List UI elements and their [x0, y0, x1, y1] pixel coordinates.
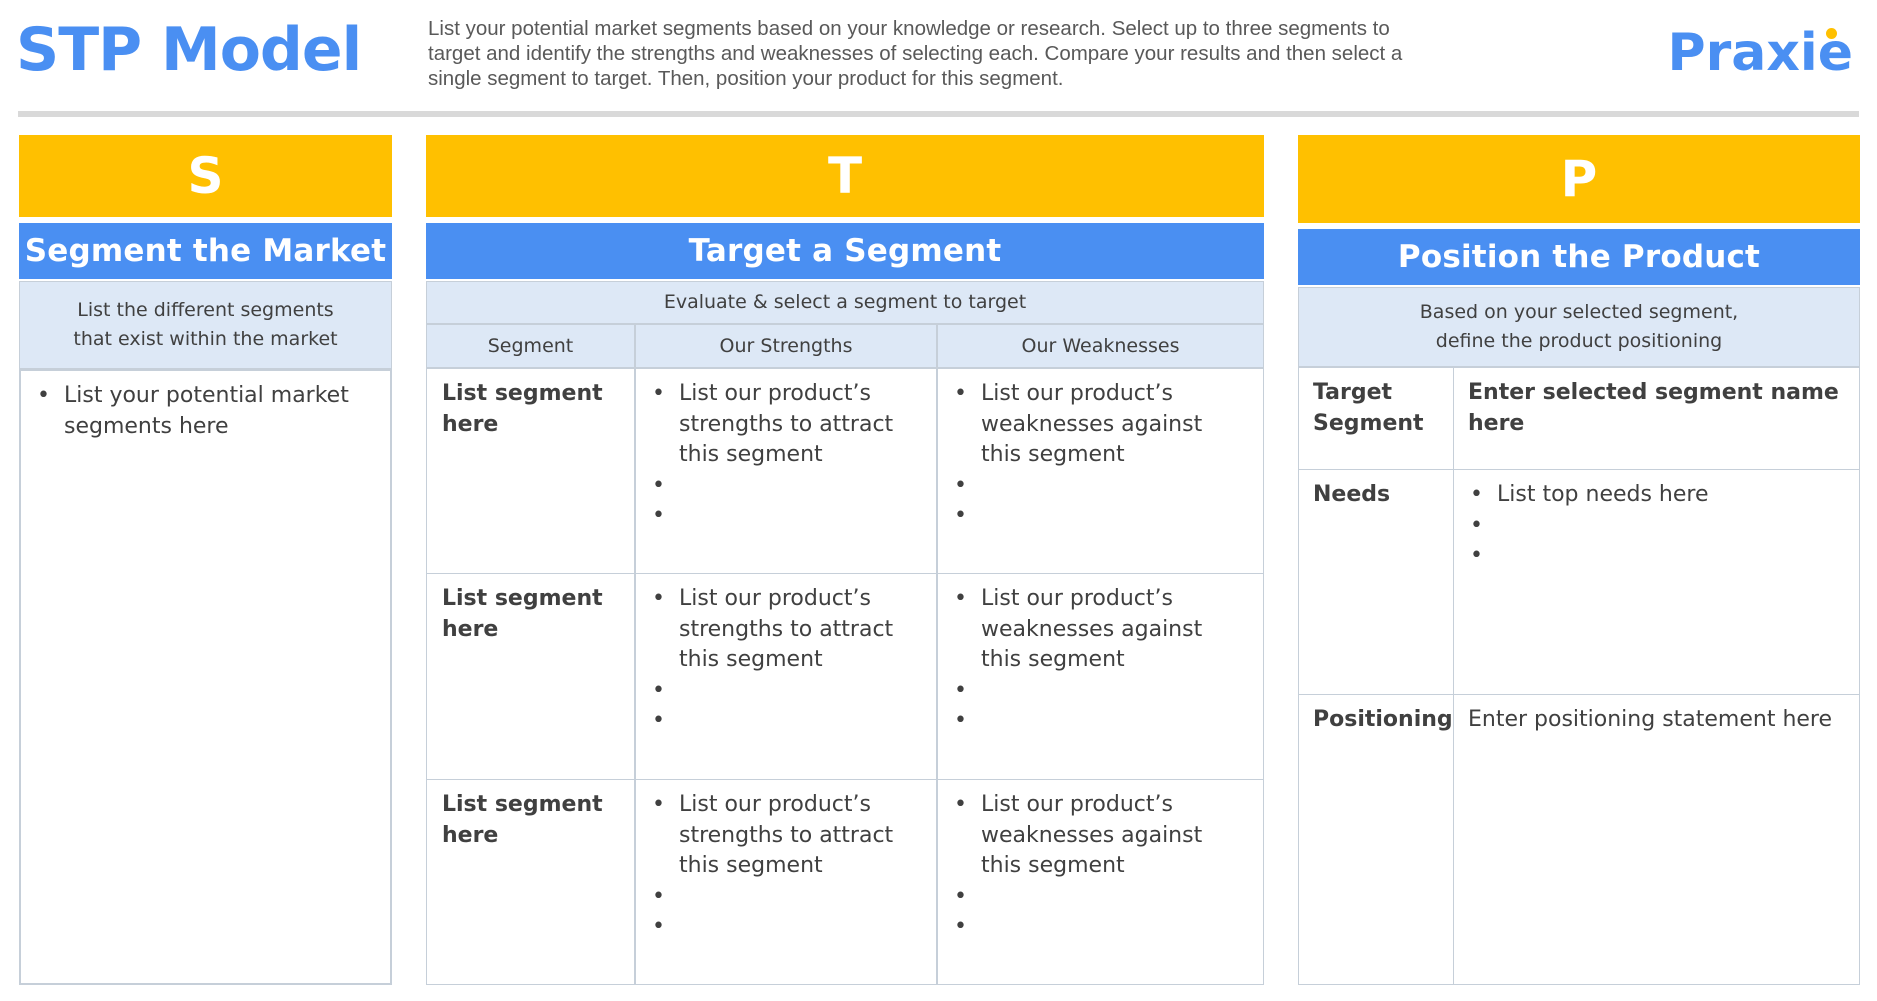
- list-item: List our product’s weaknesses against th…: [952, 379, 1249, 471]
- target-heading: Target a Segment: [426, 223, 1264, 279]
- p-letter-box: P: [1298, 135, 1860, 223]
- needs-list: List top needs here: [1468, 480, 1845, 571]
- logo-dot-icon: [1826, 28, 1837, 39]
- table-row-1-segment[interactable]: List segment here: [426, 368, 635, 574]
- segment-subheading: List the different segments that exist w…: [19, 281, 392, 369]
- list-item: [650, 882, 922, 913]
- list-item: [952, 706, 1249, 737]
- segment-name: List segment here: [442, 792, 603, 848]
- page-title: STP Model: [16, 15, 362, 85]
- strengths-list: List our product’s strengths to attract …: [650, 584, 922, 736]
- s-letter-box: S: [19, 135, 392, 217]
- target-segment-label-cell: Target Segment: [1298, 367, 1454, 470]
- position-heading: Position the Product: [1298, 229, 1860, 285]
- positioning-value-cell[interactable]: Enter positioning statement here: [1453, 694, 1860, 985]
- header-divider: [18, 111, 1859, 117]
- list-item: [952, 912, 1249, 943]
- list-item: [952, 501, 1249, 532]
- table-row-3-segment[interactable]: List segment here: [426, 779, 635, 985]
- segment-name: List segment here: [442, 381, 603, 437]
- segment-subheading-text: List the different segments that exist w…: [73, 299, 338, 350]
- target-subheading: Evaluate & select a segment to target: [426, 281, 1264, 324]
- list-item: [650, 501, 922, 532]
- needs-label: Needs: [1313, 482, 1391, 507]
- positioning-label: Positioning: [1313, 707, 1453, 732]
- list-item: [952, 676, 1249, 707]
- list-item[interactable]: List your potential market segments here: [35, 381, 376, 442]
- column-header-segment: Segment: [426, 324, 635, 368]
- positioning-value[interactable]: Enter positioning statement here: [1468, 707, 1833, 732]
- table-row-1-weaknesses[interactable]: List our product’s weaknesses against th…: [937, 368, 1264, 574]
- target-segment-value[interactable]: Enter selected segment name here: [1468, 380, 1839, 436]
- list-item: [650, 706, 922, 737]
- strengths-list: List our product’s strengths to attract …: [650, 790, 922, 942]
- table-row-3-weaknesses[interactable]: List our product’s weaknesses against th…: [937, 779, 1264, 985]
- list-item: List our product’s strengths to attract …: [650, 379, 922, 471]
- table-row-2-strengths[interactable]: List our product’s strengths to attract …: [635, 573, 937, 780]
- t-letter-box: T: [426, 135, 1264, 217]
- column-header-strengths: Our Strengths: [635, 324, 937, 368]
- list-item[interactable]: List top needs here: [1468, 480, 1845, 511]
- segment-heading: Segment the Market: [19, 223, 392, 279]
- strengths-list: List our product’s strengths to attract …: [650, 379, 922, 531]
- praxie-logo: Praxie: [1668, 22, 1853, 84]
- position-subheading-text: Based on your selected segment, define t…: [1419, 301, 1739, 352]
- table-row-2-weaknesses[interactable]: List our product’s weaknesses against th…: [937, 573, 1264, 780]
- list-item: [952, 882, 1249, 913]
- logo-text: Praxie: [1667, 23, 1853, 83]
- position-subheading: Based on your selected segment, define t…: [1298, 287, 1860, 367]
- list-item: [650, 676, 922, 707]
- list-item[interactable]: [1468, 541, 1845, 572]
- weaknesses-list: List our product’s weaknesses against th…: [952, 584, 1249, 736]
- list-item: List our product’s weaknesses against th…: [952, 790, 1249, 882]
- needs-label-cell: Needs: [1298, 469, 1454, 695]
- list-item: [650, 912, 922, 943]
- segment-panel: S Segment the Market List the different …: [19, 135, 392, 985]
- column-header-weaknesses: Our Weaknesses: [937, 324, 1264, 368]
- table-row-3-strengths[interactable]: List our product’s strengths to attract …: [635, 779, 937, 985]
- list-item: List our product’s weaknesses against th…: [952, 584, 1249, 676]
- list-item: List our product’s strengths to attract …: [650, 790, 922, 882]
- segment-name: List segment here: [442, 586, 603, 642]
- segment-list: List your potential market segments here: [35, 381, 376, 442]
- target-segment-label: Target Segment: [1313, 380, 1424, 436]
- list-item[interactable]: [1468, 511, 1845, 542]
- weaknesses-list: List our product’s weaknesses against th…: [952, 379, 1249, 531]
- target-segment-value-cell[interactable]: Enter selected segment name here: [1453, 367, 1860, 470]
- table-row-1-strengths[interactable]: List our product’s strengths to attract …: [635, 368, 937, 574]
- table-row-2-segment[interactable]: List segment here: [426, 573, 635, 780]
- needs-value-cell[interactable]: List top needs here: [1453, 469, 1860, 695]
- instructions-text: List your potential market segments base…: [428, 17, 1403, 90]
- list-item: List our product’s strengths to attract …: [650, 584, 922, 676]
- weaknesses-list: List our product’s weaknesses against th…: [952, 790, 1249, 942]
- target-panel: T Target a Segment Evaluate & select a s…: [426, 135, 1264, 985]
- list-item: [952, 471, 1249, 502]
- positioning-label-cell: Positioning: [1298, 694, 1454, 985]
- segment-list-box[interactable]: List your potential market segments here: [19, 369, 392, 985]
- position-panel: P Position the Product Based on your sel…: [1298, 135, 1860, 985]
- list-item: [650, 471, 922, 502]
